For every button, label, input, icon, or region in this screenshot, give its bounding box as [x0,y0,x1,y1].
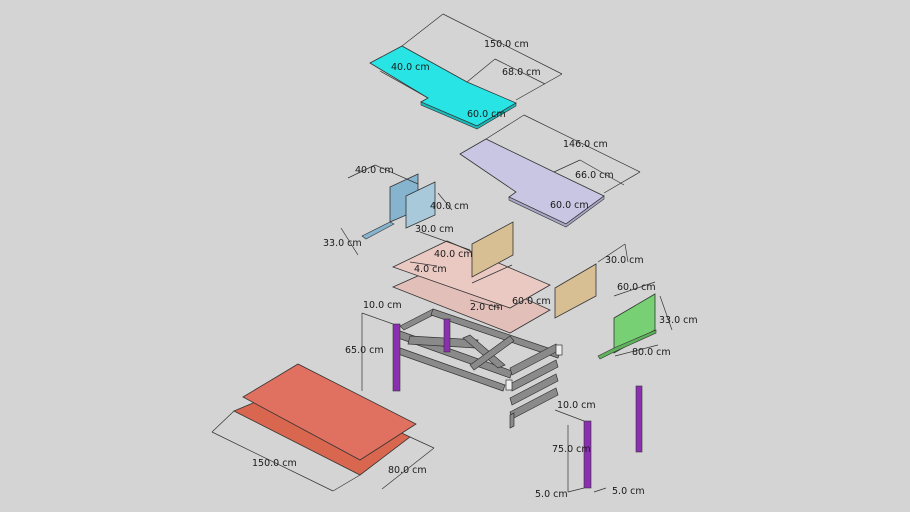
dim-top-40: 40.0 cm [391,62,430,73]
green-panel-base [597,329,657,360]
leg-frame-back [443,318,451,353]
pink-shelf-upper [391,240,551,309]
leg-standalone-front [583,420,592,489]
dim-pink-30: 30.0 cm [415,224,454,235]
tan-panels [471,221,629,319]
frame-cross-3 [469,335,515,371]
dim-red-150: 150.0 cm [252,458,297,469]
dim-red-80: 80.0 cm [388,465,427,476]
dim-leg-5b: 5.0 cm [612,486,645,497]
blue-panel-base [361,221,395,240]
dim-pink-4: 4.0 cm [414,264,447,275]
frame-rail-top-left [399,308,438,331]
frame-bracket-2 [555,344,563,356]
top-l-panel [369,13,563,130]
top-l-panel-edge [420,101,517,130]
dim-frame-65: 65.0 cm [345,345,384,356]
dim-leg-10: 10.0 cm [557,400,596,411]
dim-top-150: 150.0 cm [484,39,529,50]
dim-pink-2: 2.0 cm [470,302,503,313]
blue-panel-front [405,181,436,229]
tan-panel-left [471,221,514,278]
dimension-labels: 150.0 cm 40.0 cm 68.0 cm 60.0 cm 146.0 c… [252,39,698,500]
pink-shelves [391,231,551,334]
dim-green-80: 80.0 cm [632,347,671,358]
green-panel-face [613,293,656,354]
dim-leg-5a: 5.0 cm [535,489,568,500]
frame-step-3 [509,373,559,406]
green-side-panel [597,281,673,360]
frame-bracket-1 [505,379,513,391]
dim-tan-30: 30.0 cm [605,255,644,266]
red-table-tops [211,363,435,492]
blue-side-panels [340,164,453,256]
red-top-upper [242,363,417,461]
dim-green-60: 60.0 cm [617,282,656,293]
steel-frame [397,308,563,429]
frame-end-post [509,412,515,429]
second-l-panel-top-face [459,138,605,225]
tan-panel-right [554,263,597,319]
dim-mid-66: 66.0 cm [575,170,614,181]
dim-frame-10: 10.0 cm [363,300,402,311]
dim-pink-60: 60.0 cm [512,296,551,307]
purple-legs [361,312,643,493]
second-l-panel [459,114,641,228]
dim-blue-40a: 40.0 cm [355,165,394,176]
dim-top-60: 60.0 cm [467,109,506,120]
dim-pink-40: 40.0 cm [434,249,473,260]
leg-standalone-back [635,385,643,453]
dim-blue-33: 33.0 cm [323,238,362,249]
dim-blue-40b: 40.0 cm [430,201,469,212]
dim-leg-75: 75.0 cm [552,444,591,455]
dim-green-33: 33.0 cm [659,315,698,326]
leg-frame-left [392,323,401,392]
frame-rail-top-back [430,308,561,359]
dim-mid-60: 60.0 cm [550,200,589,211]
dim-top-68: 68.0 cm [502,67,541,78]
second-l-panel-edge [508,195,605,228]
dim-mid-146: 146.0 cm [563,139,608,150]
